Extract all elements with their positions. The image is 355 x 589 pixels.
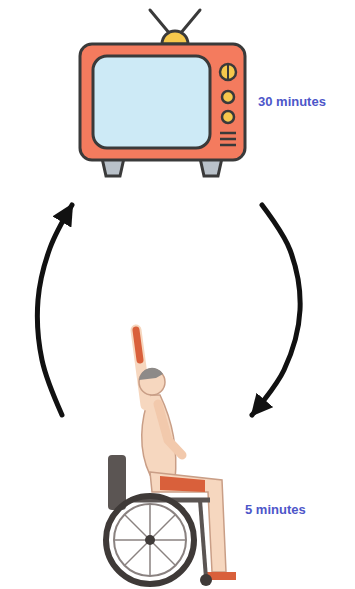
wheelchair-node: 5 minutes [60, 415, 345, 585]
wheelchair-person-illustration [106, 330, 236, 586]
tv-illustration [80, 10, 245, 176]
cycle-arrow [37, 205, 72, 415]
duration-label: 30 minutes [258, 94, 326, 110]
tv-node: 30 minutes [60, 0, 350, 205]
duration-label: 5 minutes [245, 502, 306, 518]
cycle-arrow [252, 205, 300, 415]
